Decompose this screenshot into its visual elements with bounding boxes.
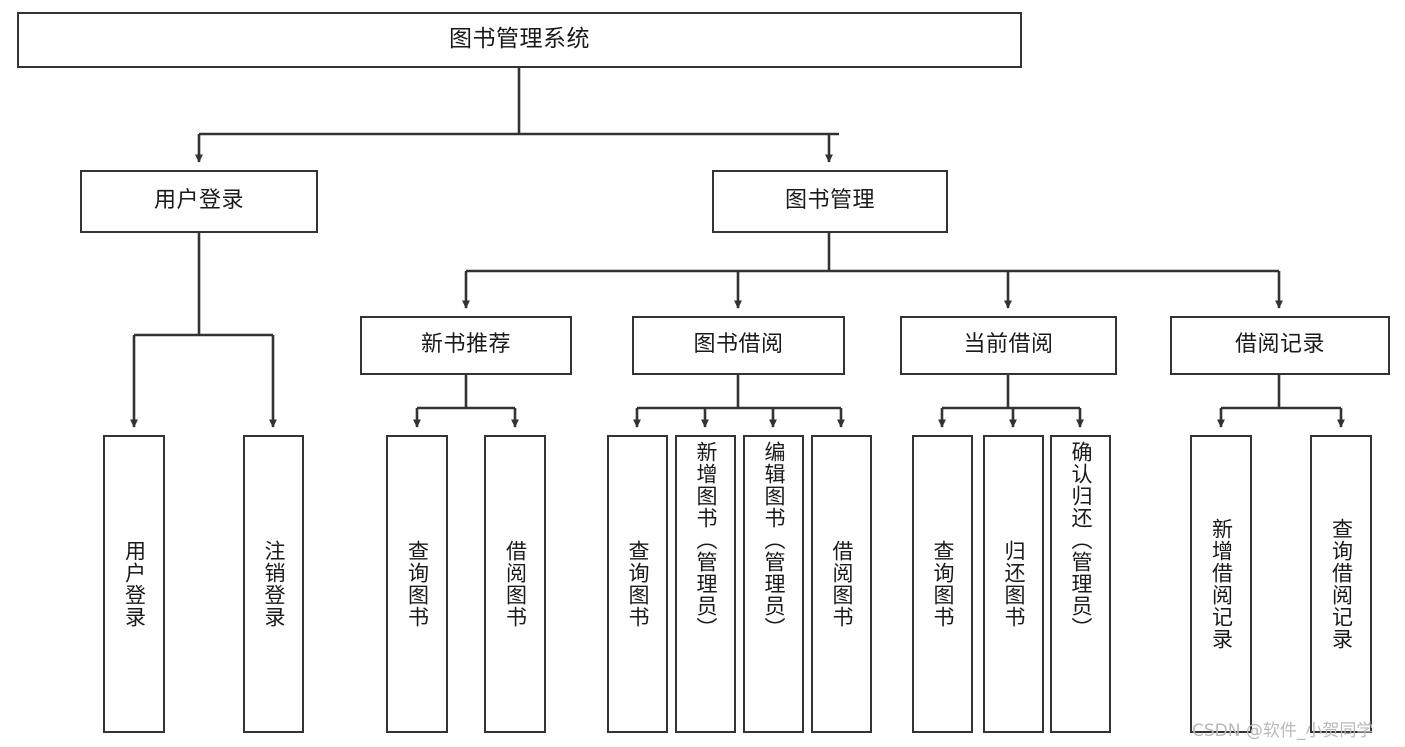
node-book-manage-label: 图书管理 [784, 188, 875, 214]
node-new-book-rec-label: 新书推荐 [420, 332, 511, 358]
node-leaf-query-book-2-label: 查询图书 [625, 540, 650, 628]
node-current-borrow-label: 当前借阅 [963, 332, 1054, 358]
node-book-borrow[interactable]: 图书借阅 [632, 316, 845, 375]
node-leaf-add-record-label: 新增借阅记录 [1209, 518, 1234, 650]
csdn-watermark: CSDN @软件_小贺同学 [1192, 721, 1374, 741]
node-leaf-return-book[interactable]: 归还图书 [983, 435, 1044, 733]
node-leaf-query-book-1-label: 查询图书 [405, 540, 430, 628]
node-book-manage[interactable]: 图书管理 [712, 170, 948, 233]
node-borrow-record[interactable]: 借阅记录 [1170, 316, 1390, 375]
node-leaf-query-book-1[interactable]: 查询图书 [386, 435, 448, 733]
node-book-borrow-label: 图书借阅 [693, 332, 784, 358]
node-user-login[interactable]: 用户登录 [80, 170, 318, 233]
node-leaf-borrow-book-2-label: 借阅图书 [829, 540, 854, 628]
node-root-label: 图书管理系统 [449, 26, 590, 53]
node-borrow-record-label: 借阅记录 [1234, 332, 1325, 358]
node-leaf-confirm-return[interactable]: 确认归还（管理员） [1050, 435, 1111, 733]
node-leaf-query-book-3-label: 查询图书 [930, 540, 955, 628]
node-leaf-query-record[interactable]: 查询借阅记录 [1310, 435, 1372, 733]
node-leaf-user-login-label: 用户登录 [122, 540, 147, 628]
node-leaf-user-logout-label: 注销登录 [261, 540, 286, 628]
node-leaf-user-logout[interactable]: 注销登录 [243, 435, 304, 733]
node-leaf-user-login[interactable]: 用户登录 [103, 435, 165, 733]
node-current-borrow[interactable]: 当前借阅 [900, 316, 1117, 375]
node-leaf-borrow-book-1-label: 借阅图书 [503, 540, 528, 628]
node-leaf-add-book-label: 新增图书（管理员） [693, 441, 718, 639]
node-leaf-query-book-2[interactable]: 查询图书 [607, 435, 668, 733]
node-leaf-edit-book-label: 编辑图书（管理员） [761, 441, 786, 639]
node-leaf-edit-book[interactable]: 编辑图书（管理员） [743, 435, 804, 733]
node-leaf-borrow-book-2[interactable]: 借阅图书 [811, 435, 872, 733]
node-leaf-add-book[interactable]: 新增图书（管理员） [675, 435, 736, 733]
node-leaf-confirm-return-label: 确认归还（管理员） [1068, 441, 1093, 639]
node-leaf-borrow-book-1[interactable]: 借阅图书 [484, 435, 546, 733]
node-leaf-return-book-label: 归还图书 [1001, 540, 1026, 628]
node-leaf-add-record[interactable]: 新增借阅记录 [1190, 435, 1252, 733]
node-leaf-query-record-label: 查询借阅记录 [1329, 518, 1354, 650]
node-leaf-query-book-3[interactable]: 查询图书 [912, 435, 973, 733]
node-new-book-rec[interactable]: 新书推荐 [360, 316, 572, 375]
node-user-login-label: 用户登录 [153, 188, 244, 214]
node-root[interactable]: 图书管理系统 [17, 12, 1022, 68]
